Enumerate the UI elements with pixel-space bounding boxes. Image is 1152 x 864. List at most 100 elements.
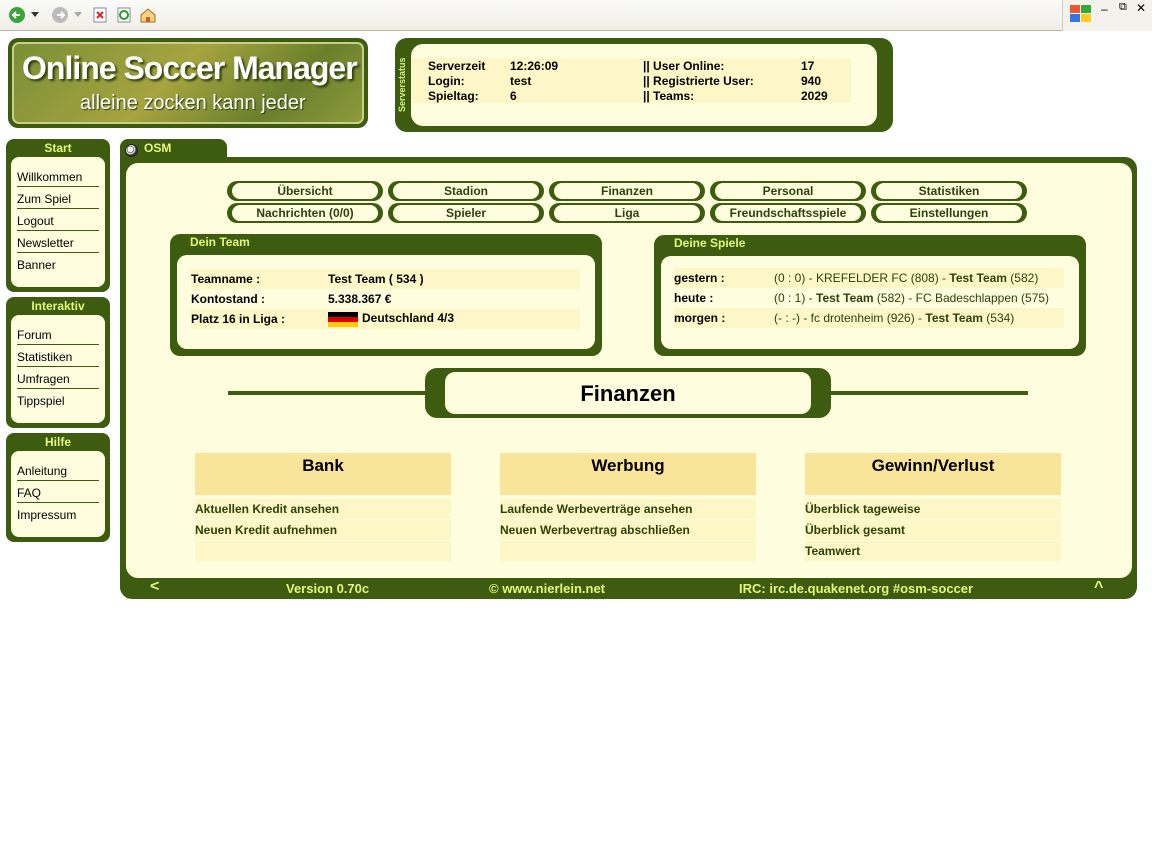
back-link[interactable]: < bbox=[150, 578, 160, 595]
game-info: (0 : 0) - KREFELDER FC (808) - Test Team… bbox=[774, 268, 1064, 288]
copyright-link[interactable]: © www.nierlein.net bbox=[489, 581, 606, 596]
main-footer: < Version 0.70c © www.nierlein.net IRC: … bbox=[120, 578, 1137, 599]
game-away-link[interactable]: Test Team bbox=[949, 271, 1007, 285]
team-panel-title: Dein Team bbox=[190, 235, 250, 249]
soccer-ball-icon bbox=[125, 144, 138, 157]
server-key: Spieltag: bbox=[411, 88, 510, 103]
nav-stadion[interactable]: Stadion bbox=[388, 181, 544, 201]
game-home-link[interactable]: fc drotenheim bbox=[810, 311, 884, 325]
forward-icon[interactable] bbox=[50, 5, 70, 25]
sidebar-item-faq[interactable]: FAQ bbox=[17, 481, 99, 503]
nav-spieler[interactable]: Spieler bbox=[388, 203, 544, 223]
game-info: (0 : 1) - Test Team (582) - FC Badeschla… bbox=[774, 288, 1064, 308]
gewinn-column: Gewinn/Verlust Überblick tageweise Überb… bbox=[805, 453, 1061, 561]
server-value: test bbox=[510, 73, 643, 88]
close-icon[interactable]: ✕ bbox=[1136, 1, 1147, 15]
version-label: Version 0.70c bbox=[286, 581, 370, 596]
gewinn-link-teamwert[interactable]: Teamwert bbox=[805, 541, 1061, 561]
sidebar-interaktiv-title: Interaktiv bbox=[31, 299, 85, 313]
gewinn-link-gesamt[interactable]: Überblick gesamt bbox=[805, 520, 1061, 540]
site-logo[interactable]: Online Soccer Manager alleine zocken kan… bbox=[8, 38, 368, 128]
team-row: Platz 16 in Liga : Deutschland 4/3 bbox=[191, 309, 580, 329]
team-key: Platz 16 in Liga : bbox=[191, 312, 286, 326]
sidebar-start-body: Willkommen Zum Spiel Logout Newsletter B… bbox=[11, 157, 105, 287]
sidebar-hilfe-title: Hilfe bbox=[44, 435, 71, 449]
werbung-link-laufende[interactable]: Laufende Werbeverträge ansehen bbox=[500, 499, 756, 519]
bank-link-kredit-ansehen[interactable]: Aktuellen Kredit ansehen bbox=[195, 499, 451, 519]
sidebar-hilfe: Hilfe Anleitung FAQ Impressum bbox=[6, 433, 110, 542]
forward-dropdown-icon[interactable] bbox=[73, 5, 83, 25]
logo-slogan: alleine zocken kann jeder bbox=[80, 92, 306, 114]
server-status-panel: Serverstatus Serverzeit 12:26:09 || User… bbox=[395, 38, 893, 132]
tab-osm[interactable]: OSM bbox=[120, 139, 227, 161]
server-row: Spieltag: 6 || Teams: 2029 bbox=[411, 88, 851, 103]
server-row: Login: test || Registrierte User: 940 bbox=[411, 73, 851, 88]
game-score: (- : -) - bbox=[774, 311, 811, 325]
sidebar-start: Start Willkommen Zum Spiel Logout Newsle… bbox=[6, 139, 110, 292]
werbung-link-neuer-vertrag[interactable]: Neuen Werbevertrag abschließen bbox=[500, 520, 756, 540]
nav-uebersicht[interactable]: Übersicht bbox=[227, 181, 383, 201]
werbung-title: Werbung bbox=[500, 453, 756, 495]
games-panel: Deine Spiele gestern : (0 : 0) - KREFELD… bbox=[654, 235, 1086, 356]
bank-column: Bank Aktuellen Kredit ansehen Neuen Kred… bbox=[195, 453, 451, 561]
nav-liga[interactable]: Liga bbox=[549, 203, 705, 223]
nav-freundschaftsspiele[interactable]: Freundschaftsspiele bbox=[710, 203, 866, 223]
sidebar-item-anleitung[interactable]: Anleitung bbox=[17, 459, 99, 481]
back-dropdown-icon[interactable] bbox=[30, 5, 40, 25]
server-key: || User Online: bbox=[643, 58, 801, 73]
minimize-icon[interactable]: – bbox=[1101, 2, 1108, 16]
nav-label: Übersicht bbox=[232, 183, 378, 199]
bank-link-kredit-aufnehmen[interactable]: Neuen Kredit aufnehmen bbox=[195, 520, 451, 540]
game-away-link[interactable]: FC Badeschlappen bbox=[915, 291, 1018, 305]
stop-icon[interactable] bbox=[90, 5, 110, 25]
game-home-link[interactable]: Test Team bbox=[816, 291, 874, 305]
liga-link[interactable]: Deutschland 4/3 bbox=[362, 311, 455, 326]
team-key: Teamname : bbox=[191, 272, 261, 286]
game-home-link[interactable]: KREFELDER FC bbox=[816, 271, 908, 285]
sidebar-item-banner[interactable]: Banner bbox=[17, 258, 56, 272]
games-panel-title: Deine Spiele bbox=[674, 236, 746, 250]
game-away-id: (534) bbox=[982, 311, 1015, 325]
home-icon[interactable] bbox=[138, 5, 158, 25]
sidebar-item-zum-spiel[interactable]: Zum Spiel bbox=[17, 187, 99, 209]
gewinn-link-tageweise[interactable]: Überblick tageweise bbox=[805, 499, 1061, 519]
sidebar-hilfe-body: Anleitung FAQ Impressum bbox=[11, 451, 105, 537]
server-status-label: Serverstatus bbox=[397, 57, 407, 113]
divider-right bbox=[830, 391, 1028, 395]
game-row: gestern : (0 : 0) - KREFELDER FC (808) -… bbox=[674, 268, 1064, 288]
werbung-column: Werbung Laufende Werbeverträge ansehen N… bbox=[500, 453, 756, 561]
nav-einstellungen[interactable]: Einstellungen bbox=[871, 203, 1027, 223]
game-home-id: (926) - bbox=[883, 311, 926, 325]
nav-finanzen[interactable]: Finanzen bbox=[549, 181, 705, 201]
back-icon[interactable] bbox=[7, 5, 27, 25]
sidebar-item-willkommen[interactable]: Willkommen bbox=[17, 165, 99, 187]
sidebar-item-impressum[interactable]: Impressum bbox=[17, 508, 77, 522]
sidebar-item-tippspiel[interactable]: Tippspiel bbox=[17, 394, 65, 408]
werbung-link-empty bbox=[500, 541, 756, 561]
team-key: Kontostand : bbox=[191, 292, 265, 306]
game-home-id: (808) - bbox=[907, 271, 950, 285]
sidebar-item-umfragen[interactable]: Umfragen bbox=[17, 367, 99, 389]
nav-label: Freundschaftsspiele bbox=[715, 205, 861, 221]
nav-statistiken[interactable]: Statistiken bbox=[871, 181, 1027, 201]
restore-icon[interactable]: ⧉ bbox=[1119, 1, 1127, 13]
server-key: Login: bbox=[411, 73, 510, 88]
nav-label: Spieler bbox=[393, 205, 539, 221]
sidebar-item-statistiken[interactable]: Statistiken bbox=[17, 345, 99, 367]
nav-nachrichten[interactable]: Nachrichten (0/0) bbox=[227, 203, 383, 223]
sidebar-interaktiv-body: Forum Statistiken Umfragen Tippspiel bbox=[11, 315, 105, 423]
server-row: Serverzeit 12:26:09 || User Online: 17 bbox=[411, 58, 851, 73]
section-title-box: Finanzen bbox=[425, 368, 831, 418]
team-value: Deutschland 4/3 bbox=[328, 309, 580, 329]
server-value: 6 bbox=[510, 88, 643, 103]
game-row: heute : (0 : 1) - Test Team (582) - FC B… bbox=[674, 288, 1064, 308]
nav-personal[interactable]: Personal bbox=[710, 181, 866, 201]
game-away-link[interactable]: Test Team bbox=[925, 311, 983, 325]
sidebar-item-logout[interactable]: Logout bbox=[17, 209, 99, 231]
sidebar-item-forum[interactable]: Forum bbox=[17, 323, 99, 345]
server-value: 940 bbox=[801, 73, 851, 88]
sidebar-item-newsletter[interactable]: Newsletter bbox=[17, 231, 99, 253]
refresh-icon[interactable] bbox=[114, 5, 134, 25]
bank-title: Bank bbox=[195, 453, 451, 495]
scroll-top-link[interactable]: ^ bbox=[1094, 579, 1104, 596]
